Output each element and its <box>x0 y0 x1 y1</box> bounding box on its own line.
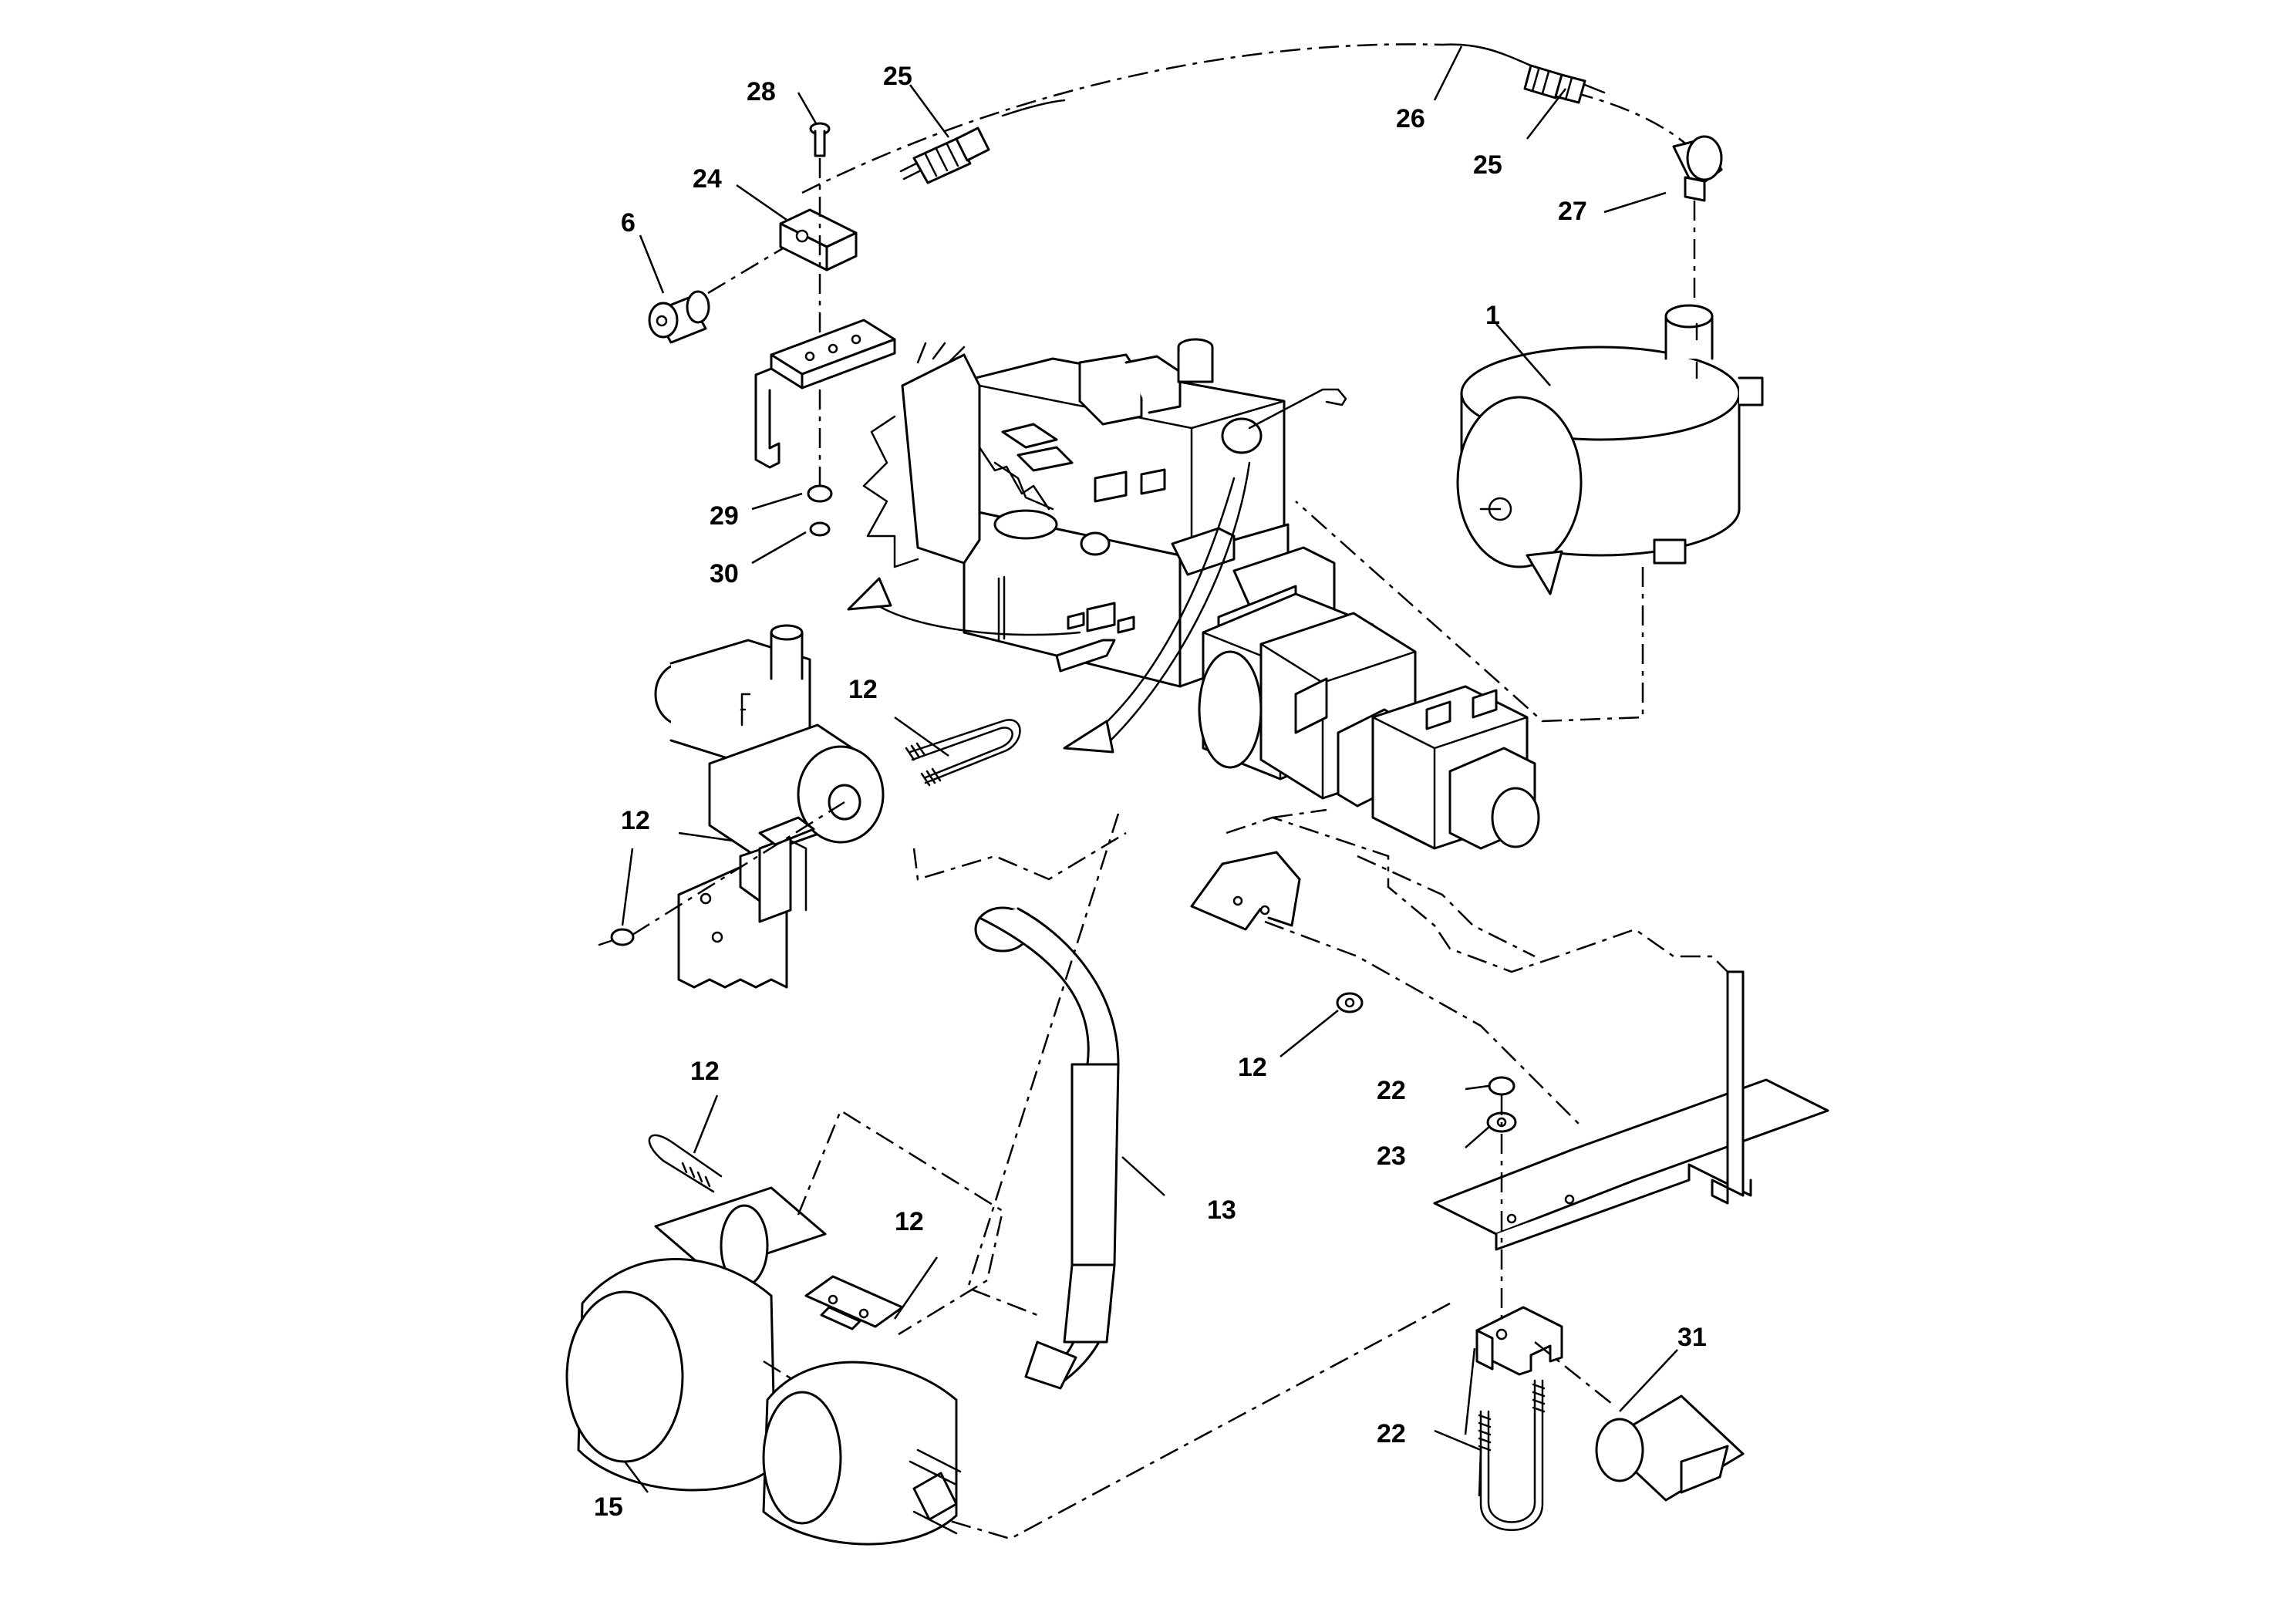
bolt-axis-left <box>632 801 845 936</box>
clamp-plate-12 <box>804 1275 904 1330</box>
callout-13: 13 <box>1207 1195 1236 1225</box>
rotation-arrow-center <box>1063 461 1251 754</box>
callout-25-left: 25 <box>883 62 912 91</box>
callout-12-clamp: 12 <box>621 806 650 835</box>
callout-15: 15 <box>594 1492 623 1522</box>
cable-fitting-right <box>1523 64 1606 104</box>
callout-leaders <box>621 46 1678 1497</box>
rotation-arrow-left <box>847 577 1081 636</box>
screw-28 <box>809 122 831 157</box>
bolt-axis-right <box>1264 920 1582 1127</box>
callout-22-u-bolt: 22 <box>1377 1419 1406 1448</box>
muffler-15 <box>565 1186 962 1546</box>
muffler-joint-line <box>763 1360 795 1382</box>
clamp-bracket-left <box>677 816 815 989</box>
pipe-guide-line <box>966 813 1120 1317</box>
u-bolt-12-top <box>905 719 1021 787</box>
cable-fitting-left <box>899 126 990 184</box>
nut-12-left <box>598 928 635 946</box>
saddle-clamp-22 <box>1475 1306 1563 1376</box>
support-plate-right <box>1190 851 1301 931</box>
pump-assembly <box>654 624 885 858</box>
filter-mount-line <box>1295 501 1644 723</box>
callout-6: 6 <box>621 208 636 238</box>
callout-1: 1 <box>1485 301 1500 330</box>
pipe-path-line <box>912 831 1127 881</box>
air-filter-1 <box>1456 304 1764 595</box>
callout-31: 31 <box>1677 1323 1707 1352</box>
callout-12-u-bolt: 12 <box>848 675 878 704</box>
nut-12-right <box>1336 992 1364 1013</box>
nut-22-top <box>1488 1076 1515 1096</box>
mounting-plate <box>754 319 896 469</box>
callout-27: 27 <box>1558 197 1587 226</box>
elbow-fitting-27 <box>1672 135 1723 324</box>
rail-bracket-right <box>1433 970 1829 1251</box>
washer-30 <box>809 521 831 537</box>
frame-dashed <box>1226 808 1728 973</box>
callout-22-nut: 22 <box>1377 1076 1406 1105</box>
u-bolt-22 <box>1478 1379 1546 1531</box>
callout-12-nut-right: 12 <box>1238 1053 1267 1082</box>
callout-29: 29 <box>710 501 739 531</box>
knob-6 <box>648 247 784 344</box>
tailpipe-31 <box>1595 1394 1745 1502</box>
callout-12-clamp-plate: 12 <box>895 1207 924 1236</box>
callout-30: 30 <box>710 559 739 588</box>
callout-23: 23 <box>1377 1141 1406 1171</box>
callout-25-right: 25 <box>1473 150 1502 180</box>
tailpipe-axis <box>1534 1341 1613 1404</box>
exhaust-pipe-13 <box>974 906 1120 1390</box>
callout-26: 26 <box>1396 104 1425 133</box>
engine-assembly <box>862 338 1540 850</box>
callout-24: 24 <box>693 164 722 194</box>
callout-labels: 28 25 24 6 26 25 27 1 29 30 12 12 12 12 … <box>594 62 1707 1522</box>
callout-28: 28 <box>747 77 776 106</box>
u-bolt-12-muffler <box>648 1134 723 1193</box>
bracket-24 <box>779 208 858 271</box>
muffler-link-line <box>944 1302 1451 1540</box>
nut-29 <box>807 484 833 503</box>
callout-12-muffler-u-bolt: 12 <box>690 1057 720 1086</box>
